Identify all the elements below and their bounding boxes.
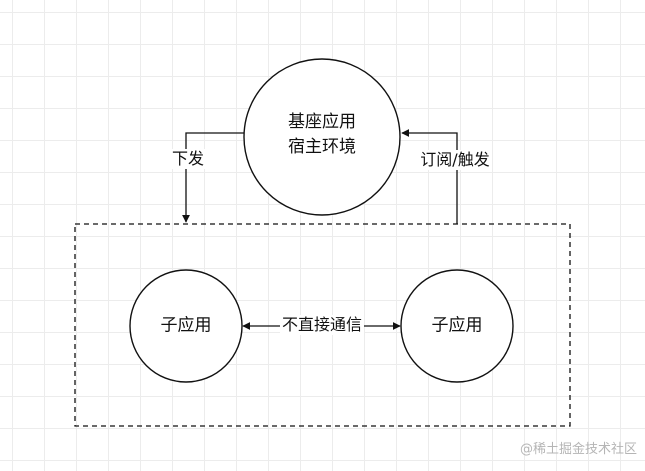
child-app-right-label: 子应用 [431, 315, 483, 336]
host-app-label: 基座应用 宿主环境 [288, 110, 356, 160]
dispatch-arrow [182, 132, 244, 223]
child-app-right-node [400, 269, 514, 383]
dispatch-label: 下发 [169, 149, 207, 169]
child-app-left-node [129, 269, 243, 383]
host-app-node [243, 58, 401, 216]
child-app-container [74, 223, 571, 427]
host-app-label-line1: 基座应用 [288, 112, 356, 132]
subscribe-label: 订阅/触发 [418, 150, 492, 170]
child-app-left-label: 子应用 [160, 315, 212, 336]
host-app-label-line2: 宿主环境 [288, 137, 356, 157]
subscribe-arrow [401, 129, 458, 224]
no-direct-communication-label: 不直接通信 [279, 315, 365, 335]
watermark: @稀土掘金技术社区 [519, 442, 637, 457]
